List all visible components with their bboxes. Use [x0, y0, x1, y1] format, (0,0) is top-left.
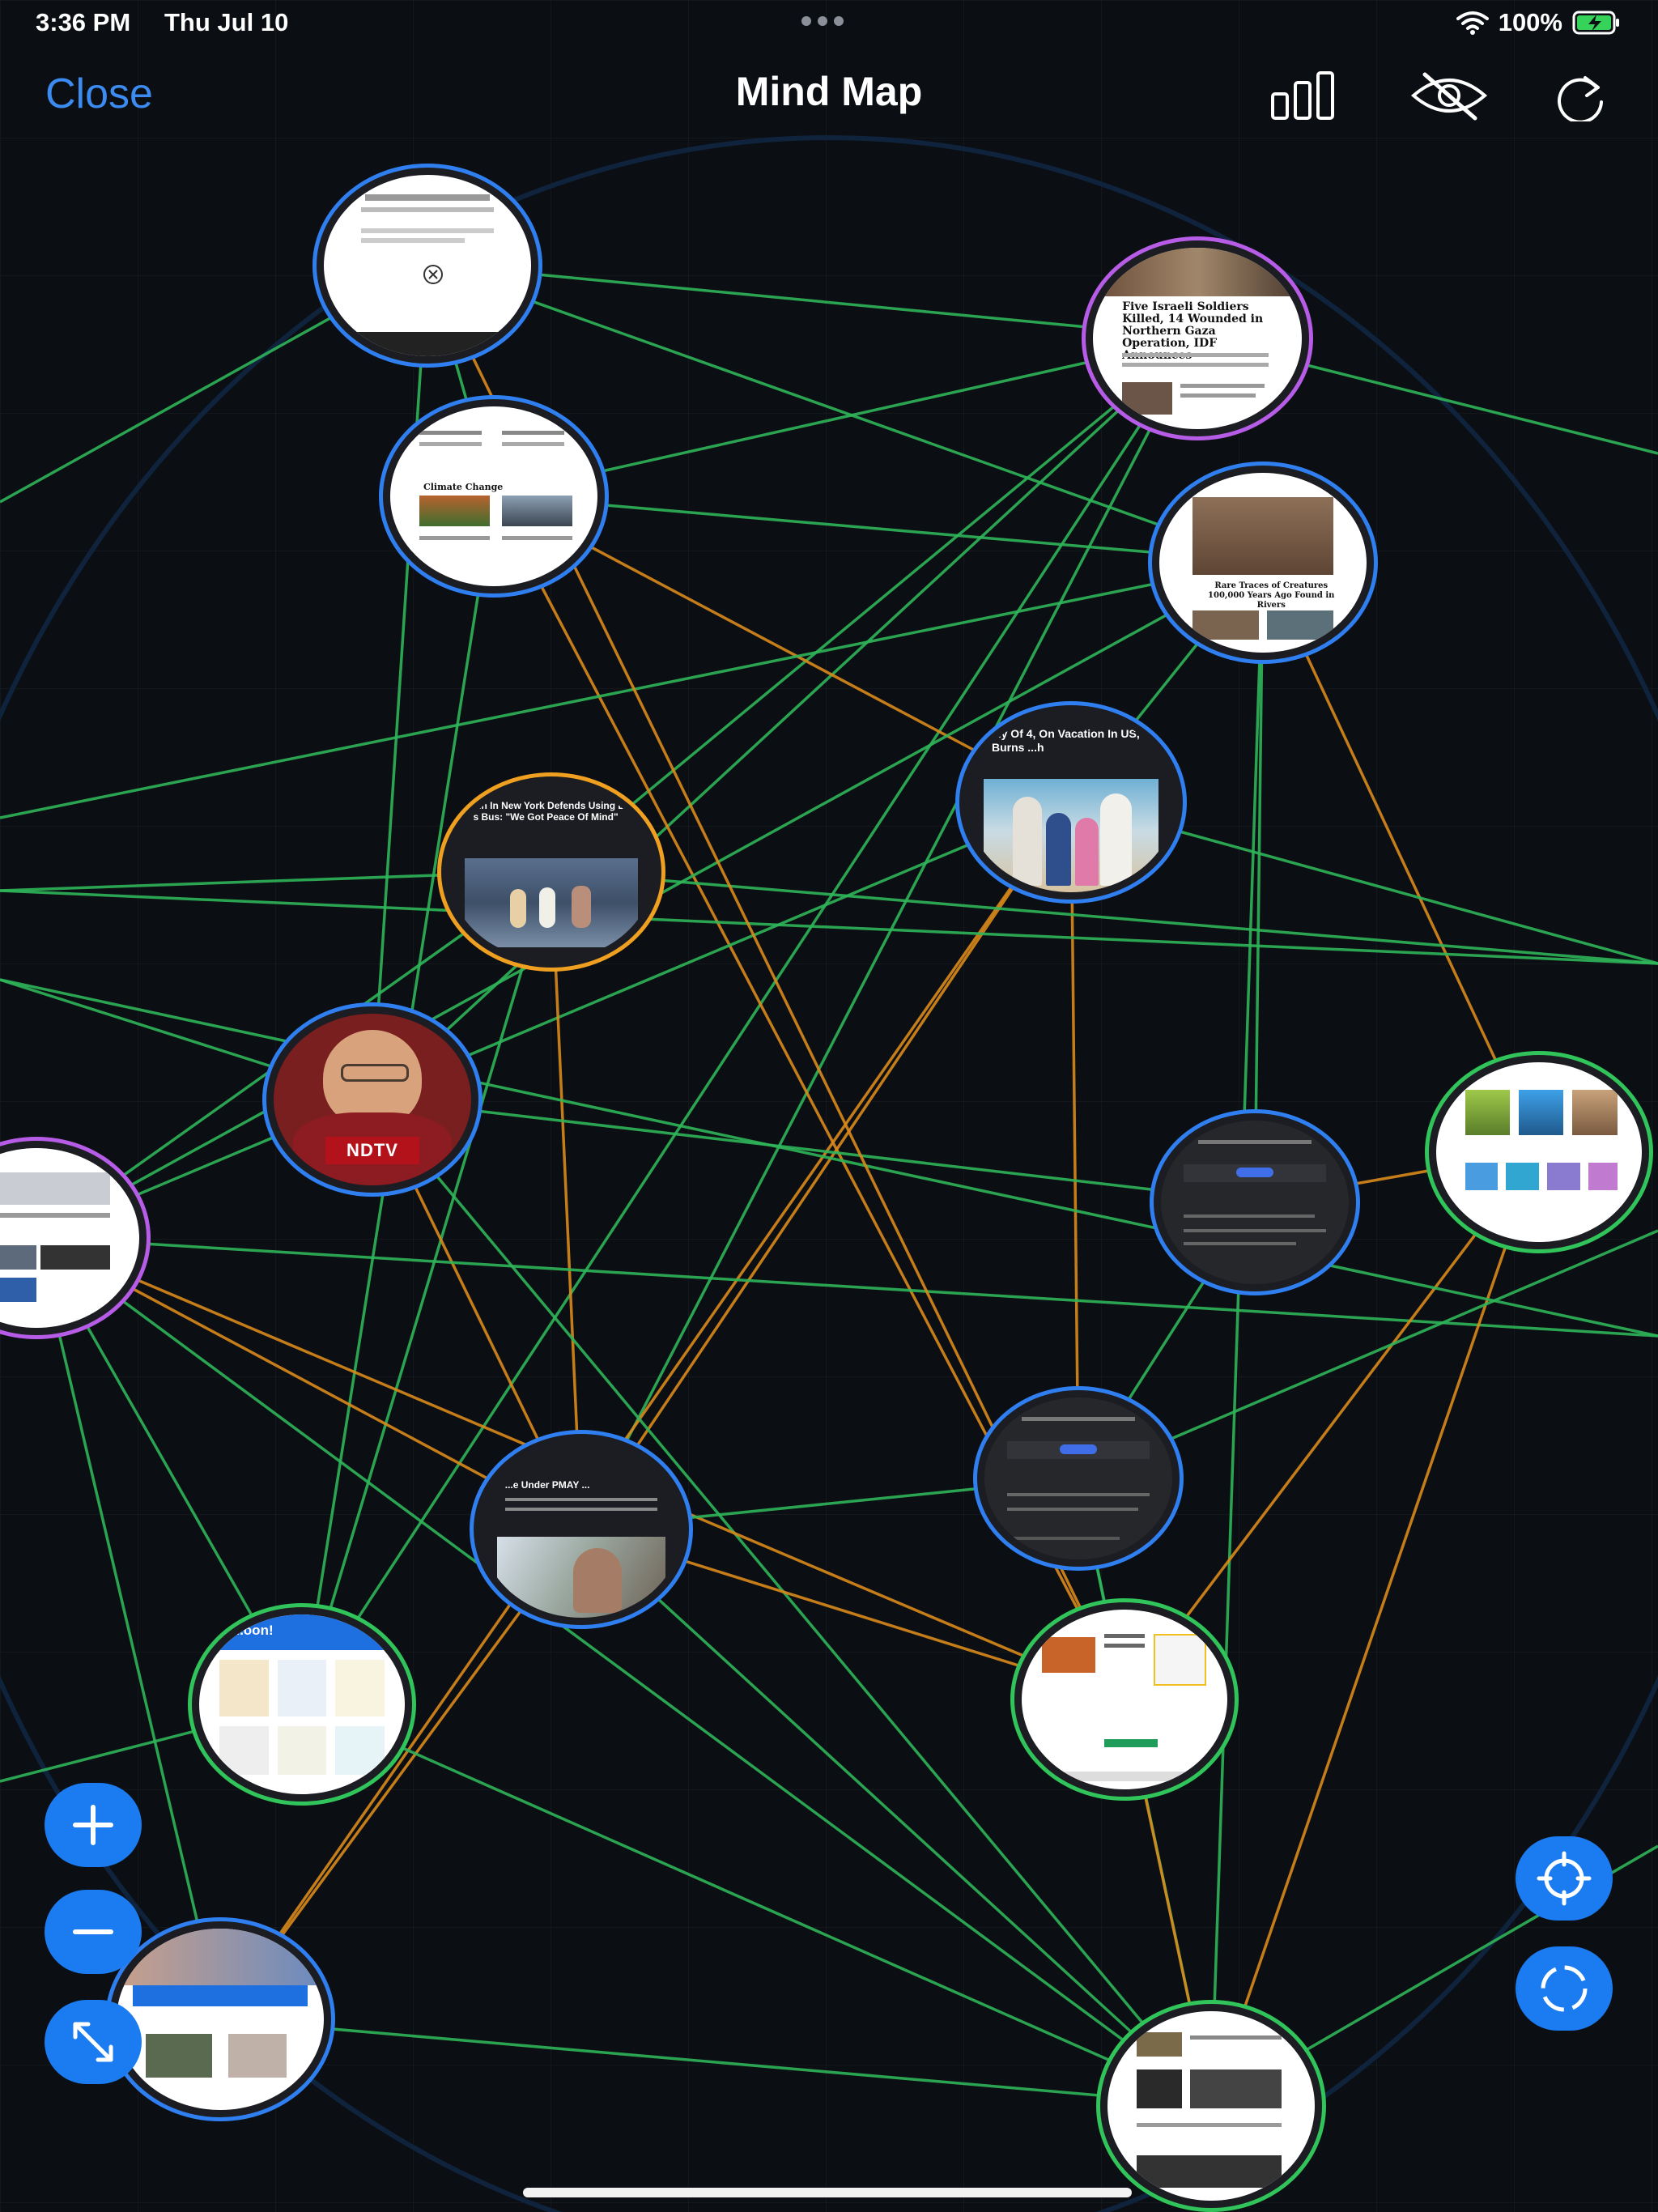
x-logo-icon [423, 265, 443, 284]
mind-map-edge [1261, 561, 1540, 1152]
mind-map-edge [300, 870, 553, 1704]
mind-map-edge [580, 337, 1199, 1529]
crosshair-icon [1537, 1851, 1592, 1906]
zoom-in-button[interactable] [45, 1783, 142, 1867]
mind-map-node[interactable] [1096, 2000, 1326, 2212]
mind-map-edge [1253, 561, 1265, 1202]
dashed-circle-icon [1541, 1965, 1588, 2012]
mind-map-edge [372, 1097, 1256, 1203]
mind-map-edge [550, 870, 583, 1529]
mind-map-edge [219, 800, 1073, 2021]
boundary-circle [0, 135, 1658, 2212]
wifi-icon [1456, 11, 1489, 35]
node-caption: ...y Of 4, On Vacation In US, Burns ...h [991, 727, 1140, 754]
mind-map-node[interactable] [1425, 1051, 1653, 1253]
mind-map-node[interactable]: Rare Traces of Creatures 100,000 Years A… [1148, 462, 1378, 664]
mind-map-node[interactable]: Climate Change [379, 395, 609, 598]
mind-map-edge [1123, 1150, 1540, 1700]
mind-map-edge [427, 262, 1264, 564]
status-bar: 3:36 PM Thu Jul 10 100% [0, 8, 1658, 49]
mind-map-edge [493, 336, 1198, 497]
mind-map-edge [1209, 561, 1265, 2106]
eye-slash-icon[interactable] [1409, 70, 1490, 121]
node-caption: ...e Under PMAY ... [504, 1479, 590, 1491]
mind-map-edge [36, 800, 1072, 1239]
mind-map-node[interactable] [973, 1386, 1184, 1571]
home-indicator [523, 2188, 1132, 2197]
zoom-out-button[interactable] [45, 1890, 142, 1974]
mind-map-node[interactable]: ...n In New York Defends Using L... s Bu… [437, 772, 665, 972]
mind-map-node[interactable] [105, 1917, 335, 2121]
mind-map-node[interactable]: Five Israeli Soldiers Killed, 14 Wounded… [1082, 236, 1313, 440]
mind-map-node[interactable] [1010, 1598, 1239, 1801]
minus-icon [73, 1929, 113, 1934]
mind-map-edge [0, 978, 1658, 1338]
mind-map-edge [1078, 1229, 1658, 1480]
fit-to-screen-button[interactable] [45, 2000, 142, 2084]
mind-map-edge [300, 337, 1199, 1704]
ndtv-badge: NDTV [325, 1137, 419, 1164]
node-caption: ...n In New York Defends Using L... s Bu… [473, 800, 632, 823]
mind-map-edge [580, 1527, 1213, 2107]
select-area-button[interactable] [1516, 1946, 1613, 2031]
mind-map-node[interactable] [312, 164, 542, 368]
expand-arrows-icon [73, 2022, 113, 2062]
bar-chart-icon[interactable] [1263, 70, 1344, 121]
mind-map-edge [35, 1236, 1213, 2107]
mind-map-node[interactable] [1150, 1109, 1360, 1295]
mind-map-node[interactable]: ...oon! [188, 1603, 416, 1806]
mind-map-edge [0, 560, 1264, 819]
mind-map-edge [1209, 1151, 1540, 2106]
mind-map-edge [550, 336, 1199, 873]
mind-map-edge [35, 1236, 222, 2020]
multitask-dots-icon[interactable] [801, 16, 844, 26]
plus-icon [73, 1805, 113, 1845]
mind-map-edge [371, 263, 429, 1100]
close-button[interactable]: Close [45, 70, 153, 117]
status-date: Thu Jul 10 [164, 8, 289, 36]
mind-map-edge [551, 870, 1658, 965]
mind-map-edge [493, 494, 1264, 564]
mind-map-edge [0, 889, 1658, 965]
mind-map-node[interactable]: ...e Under PMAY ... [470, 1430, 693, 1629]
node-caption: Climate Change [423, 482, 504, 492]
page-title: Mind Map [735, 69, 923, 114]
mind-map-node[interactable]: ...y Of 4, On Vacation In US, Burns ...h [955, 701, 1187, 904]
node-caption: Rare Traces of Creatures 100,000 Years A… [1208, 581, 1335, 610]
battery-charging-icon [1572, 11, 1619, 35]
mind-map-edge [219, 2018, 1212, 2107]
refresh-icon[interactable] [1540, 70, 1621, 121]
battery-percent: 100% [1498, 8, 1562, 36]
recenter-button[interactable] [1516, 1836, 1613, 1921]
mind-map-edge [36, 1236, 1658, 1338]
mind-map-edge [301, 1702, 1212, 2107]
node-caption: ...oon! [232, 1623, 274, 1638]
mind-map-edge [580, 801, 1073, 1529]
status-time: 3:36 PM [36, 8, 131, 36]
mind-map-node[interactable]: NDTV [262, 1002, 483, 1197]
mind-map-edge [371, 336, 1199, 1100]
mind-map-edge [427, 262, 1198, 339]
